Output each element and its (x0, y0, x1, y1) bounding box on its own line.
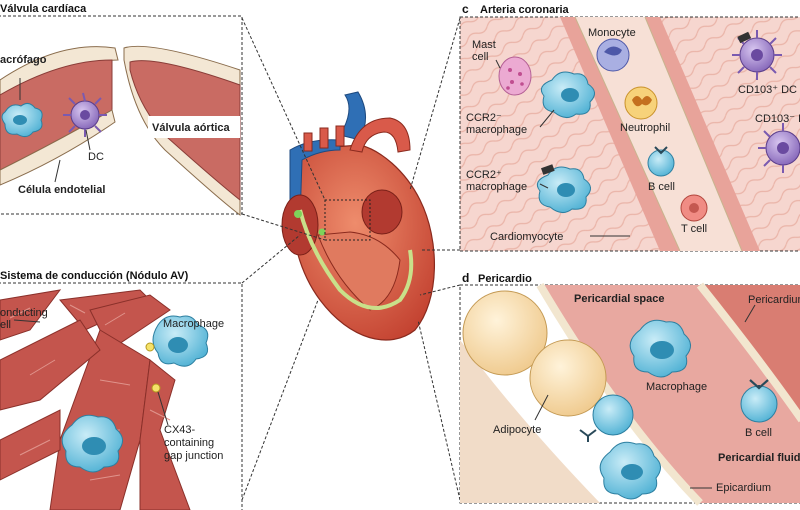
cd103pos-dc (732, 30, 782, 80)
leader-conducting (13, 319, 41, 323)
label-b-cell-d: B cell (745, 427, 772, 439)
label-macrophage-b: Macrophage (163, 318, 224, 330)
label-cx43-3: gap junction (164, 450, 223, 462)
t-cell (680, 194, 708, 222)
dendritic-cell (63, 92, 107, 137)
leader-endothelial (54, 159, 61, 183)
label-conducting-1: onducting (0, 307, 48, 319)
macrophage-nucleus (13, 115, 27, 125)
adipocyte-1 (462, 290, 548, 376)
ccr2neg-macrophage (540, 71, 595, 118)
pericardium-layer (700, 285, 800, 418)
panel-c-leaders (495, 59, 630, 237)
label-pericardial-fluid: Pericardial fluid (718, 452, 800, 464)
panel-c-coronary-artery: c Arteria coronaria Mast cell Monocyte C… (459, 2, 800, 252)
valve-inset-box (324, 199, 371, 241)
label-epicardium: Epicardium (716, 482, 771, 494)
label-mast-2: cell (472, 51, 489, 63)
label-t-cell: T cell (681, 223, 707, 235)
panel-d-letter: d (462, 271, 469, 285)
panel-c-title: Arteria coronaria (480, 4, 570, 16)
cd103neg-dc (758, 123, 800, 173)
gap-junction-1 (145, 342, 155, 352)
label-dc: DC (88, 151, 104, 163)
heart-illustration (281, 91, 435, 341)
label-macrophage-d: Macrophage (646, 381, 707, 393)
ccr2pos-macrophage (536, 164, 591, 213)
label-monocyte: Monocyte (588, 27, 636, 39)
label-ccr2pos-1: CCR2⁺ (466, 169, 502, 181)
mast-cell (498, 56, 532, 96)
macrophage-d2 (599, 441, 661, 500)
neutrophil-cell (624, 86, 658, 120)
aorta-arch (349, 117, 411, 153)
panel-c-letter: c (462, 2, 469, 16)
label-cd103pos: CD103⁺ DC (738, 84, 797, 96)
leader-dc (85, 129, 91, 151)
gap-junction-2 (151, 383, 161, 393)
connector-lines (241, 17, 461, 501)
leader-cx43 (157, 391, 169, 426)
label-ccr2neg-2: macrophage (466, 124, 527, 136)
macrophage-b2 (61, 414, 123, 473)
artery-branch-2 (319, 127, 329, 149)
adipocyte-2 (529, 339, 607, 417)
label-aortic-valve: Válvula aórtica (152, 122, 231, 134)
aortic-label-box (148, 116, 240, 138)
label-neutrophil: Neutrophil (620, 122, 670, 134)
label-cx43-1: CX43- (164, 424, 196, 436)
artery-branch-3 (335, 125, 345, 147)
label-macrophage-a: acrófago (0, 54, 47, 66)
panel-d-leaders (534, 304, 756, 489)
label-ccr2neg-1: CCR2⁻ (466, 112, 502, 124)
sa-node (294, 210, 302, 218)
label-b-cell-c: B cell (648, 181, 675, 193)
label-ccr2pos-2: macrophage (466, 181, 527, 193)
panel-a-heart-valve: Válvula cardíaca acrófago DC Célula endo… (0, 3, 243, 217)
b-cell-d (740, 379, 778, 423)
left-atrium (361, 189, 403, 235)
label-cardiomyocyte: Cardiomyocyte (490, 231, 563, 243)
ventricles (317, 231, 401, 311)
label-endothelial: Célula endotelial (18, 184, 105, 196)
vessel-endothelium (574, 16, 743, 252)
panel-d-pericardium: d Pericardio Pericardial space Pericardi… (459, 271, 800, 506)
pericardial-space (540, 285, 800, 503)
panel-a-title: Válvula cardíaca (0, 3, 87, 15)
label-cd103neg: CD103⁻ D (755, 113, 800, 125)
subepicardial-tissue (460, 340, 600, 503)
antibody-icon (579, 429, 597, 442)
panel-d-title: Pericardio (478, 273, 532, 285)
label-pericardium: Pericardium (748, 294, 800, 306)
macrophage-b1 (152, 315, 209, 367)
artery-branch-1 (303, 132, 313, 152)
panel-b-title: Sistema de conducción (Nódulo AV) (0, 270, 189, 282)
label-mast-1: Mast (472, 39, 496, 51)
label-adipocyte: Adipocyte (493, 424, 541, 436)
vessel-lumen (575, 17, 742, 251)
panel-b-conduction-system: Sistema de conducción (Nódulo AV) onduct… (0, 270, 243, 510)
label-pericardial-space: Pericardial space (574, 293, 665, 305)
label-conducting-2: ell (0, 319, 11, 331)
label-cx43-2: containing (164, 437, 214, 449)
b-cell-c (647, 146, 675, 177)
monocyte-cell (596, 38, 630, 72)
conduction-pathway (298, 209, 414, 310)
immune-cell-d1 (592, 394, 634, 436)
macrophage-d1 (629, 319, 691, 378)
pericardium-membrane (696, 282, 800, 423)
av-node (318, 228, 326, 236)
